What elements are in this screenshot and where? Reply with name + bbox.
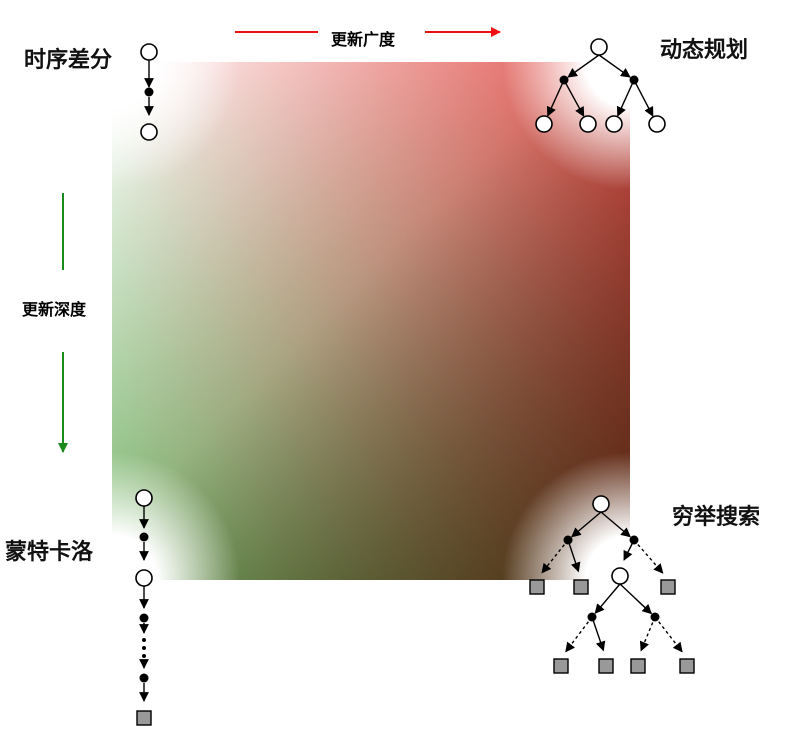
es-leaf-terminal-1	[598, 658, 614, 674]
backup-edge	[571, 511, 602, 538]
td-root-state	[140, 43, 158, 61]
update-depth-label: 更新深度	[22, 300, 87, 319]
exhaustive-search-label: 穷举搜索	[672, 505, 761, 530]
mc-action-1	[139, 532, 149, 542]
mc-state-2	[135, 569, 153, 587]
es-leaf-terminal-3	[679, 658, 695, 674]
mc-backup-tree	[135, 489, 153, 726]
backup-edge	[567, 539, 581, 573]
backup-edge	[633, 79, 654, 117]
es-action-right	[629, 535, 639, 545]
mc-terminal	[136, 710, 152, 726]
es-leaf-terminal-2	[630, 658, 646, 674]
backup-edge	[591, 616, 606, 652]
corner-fade-3	[502, 452, 630, 580]
gradient-square	[112, 62, 630, 580]
es-terminal-b	[573, 579, 589, 595]
dynamic-programming-label: 动态规划	[660, 38, 749, 63]
td-action	[144, 87, 154, 97]
mc-ellipsis-dot-2	[142, 654, 146, 658]
td-backup-tree	[140, 43, 158, 141]
corner-fade-1	[502, 62, 630, 190]
es-action-left	[563, 535, 573, 545]
dp-action-right	[629, 75, 639, 85]
es-root-state	[592, 495, 610, 513]
backup-edge	[654, 616, 683, 653]
monte-carlo-label: 蒙特卡洛	[5, 540, 94, 565]
dp-leaf-state-1	[579, 115, 597, 133]
backup-edge	[563, 79, 585, 117]
mc-action-last	[139, 673, 149, 683]
es-backup-tree	[529, 495, 695, 674]
mc-ellipsis-dot-0	[142, 638, 146, 642]
backup-edge	[619, 583, 653, 615]
backup-edge	[546, 79, 565, 117]
backup-edge	[565, 616, 593, 653]
mc-ellipsis-dot-1	[142, 646, 146, 650]
es-action-lr	[650, 612, 660, 622]
es-terminal-a	[529, 579, 545, 595]
backup-edge	[600, 511, 631, 538]
dp-action-left	[559, 75, 569, 85]
dp-backup-tree	[535, 38, 666, 133]
mc-root-state	[135, 489, 153, 507]
temporal-difference-label: 时序差分	[24, 48, 113, 73]
es-terminal-c	[660, 579, 676, 595]
corner-fade-0	[112, 62, 240, 190]
backup-edge	[598, 54, 631, 78]
es-leaf-terminal-0	[553, 658, 569, 674]
backup-trees	[135, 38, 695, 726]
axis-arrows	[58, 27, 501, 453]
mc-action-2	[139, 613, 149, 623]
backup-edge	[633, 539, 664, 574]
backup-edge	[639, 616, 656, 652]
td-next-state	[140, 123, 158, 141]
backup-edge	[616, 79, 635, 117]
dp-leaf-state-2	[605, 115, 623, 133]
dp-leaf-state-0	[535, 115, 553, 133]
es-action-ll	[587, 612, 597, 622]
dp-leaf-state-3	[648, 115, 666, 133]
es-mid-state	[611, 567, 629, 585]
backup-edge	[541, 539, 569, 574]
backup-edge	[567, 54, 600, 78]
update-breadth-label: 更新广度	[331, 30, 396, 49]
dp-root-state	[590, 38, 608, 56]
backup-edge	[594, 583, 621, 614]
